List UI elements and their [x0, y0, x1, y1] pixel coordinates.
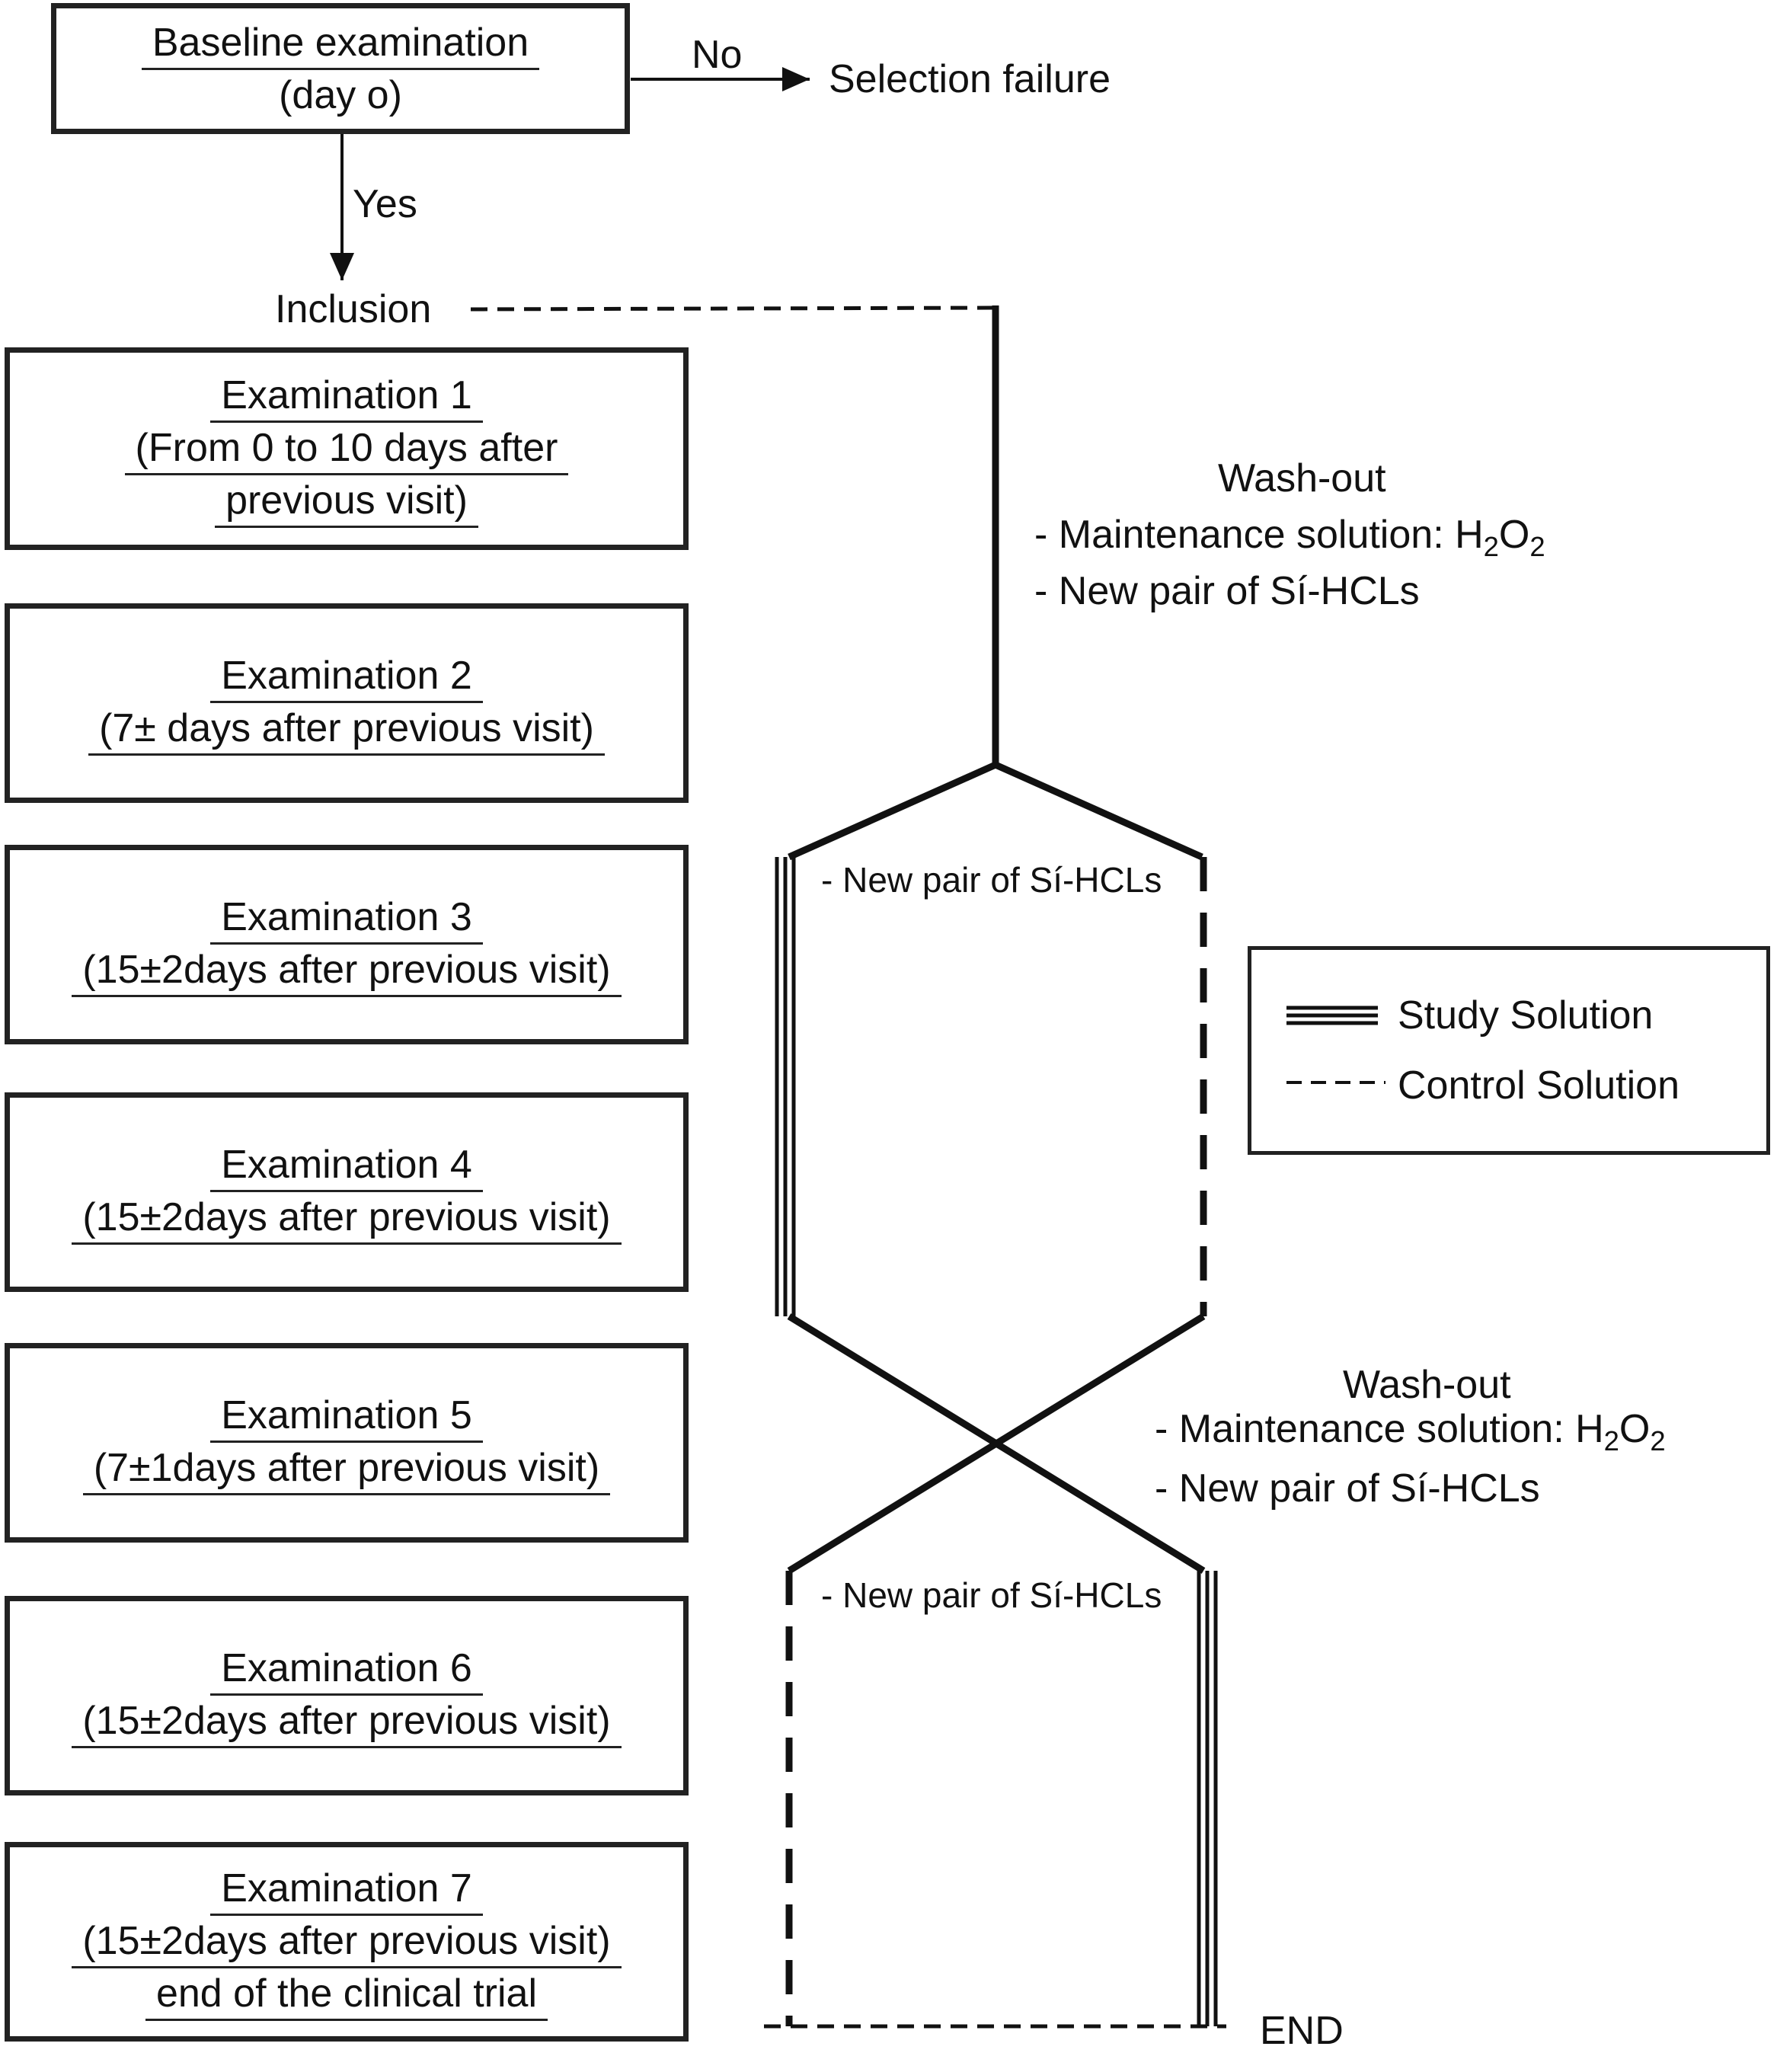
crossover-line-2	[787, 1313, 1206, 1574]
exam-7-box: Examination 7 (15±2days after previous v…	[5, 1842, 689, 2042]
washout-2-title: Wash-out	[1343, 1363, 1511, 1407]
exam-5-timing: (7±1days after previous visit)	[82, 1443, 611, 1495]
exam-4-timing: (15±2days after previous visit)	[72, 1192, 622, 1245]
exam-1-timing-cont: previous visit)	[215, 475, 478, 528]
exam-2-title: Examination 2	[210, 651, 483, 703]
period1-study-line	[775, 857, 796, 1316]
exam-7-title: Examination 7	[210, 1863, 483, 1916]
inclusion-dashed-line	[470, 305, 996, 312]
exam-1-box: Examination 1 (From 0 to 10 days after p…	[5, 347, 689, 550]
yes-label: Yes	[353, 182, 417, 226]
exam-3-timing: (15±2days after previous visit)	[72, 945, 622, 997]
exam-2-box: Examination 2 (7± days after previous vi…	[5, 603, 689, 803]
exam-4-box: Examination 4 (15±2days after previous v…	[5, 1092, 689, 1292]
baseline-day: (day o)	[279, 72, 402, 117]
washout-1-maintenance: - Maintenance solution: H2O2	[1034, 513, 1545, 562]
washout-1-new-pair: - New pair of Sí-HCLs	[1034, 569, 1420, 613]
exam-3-box: Examination 3 (15±2days after previous v…	[5, 845, 689, 1044]
exam-4-title: Examination 4	[210, 1140, 483, 1192]
washout-1-title: Wash-out	[1218, 456, 1386, 500]
selection-failure-label: Selection failure	[829, 57, 1111, 101]
exam-6-box: Examination 6 (15±2days after previous v…	[5, 1596, 689, 1795]
exam-1-timing: (From 0 to 10 days after	[124, 423, 569, 475]
split-left	[788, 761, 997, 861]
control-solution-swatch	[1286, 1081, 1385, 1084]
exam-6-title: Examination 6	[210, 1643, 483, 1696]
legend-control-label: Control Solution	[1398, 1063, 1680, 1108]
exam-5-title: Examination 5	[210, 1390, 483, 1443]
inclusion-label: Inclusion	[275, 287, 432, 331]
washout-2-maintenance: - Maintenance solution: H2O2	[1155, 1407, 1666, 1456]
no-label: No	[692, 33, 743, 77]
exam-1-title: Examination 1	[210, 370, 483, 423]
legend-study-label: Study Solution	[1398, 993, 1654, 1038]
exam-7-timing: (15±2days after previous visit)	[72, 1916, 622, 1968]
legend-box: Study Solution Control Solution	[1248, 946, 1770, 1155]
baseline-box: Baseline examination (day o)	[51, 3, 630, 134]
washout-2-new-pair: - New pair of Sí-HCLs	[1155, 1466, 1540, 1511]
study-solution-swatch	[1286, 1006, 1378, 1025]
new-pair-label-period2: - New pair of Sí-HCLs	[821, 1575, 1162, 1615]
exam-6-timing: (15±2days after previous visit)	[72, 1696, 622, 1748]
exam-7-end-note: end of the clinical trial	[145, 1968, 548, 2021]
exam-2-timing: (7± days after previous visit)	[88, 703, 605, 756]
end-label: END	[1260, 2009, 1344, 2053]
new-pair-label-period1: - New pair of Sí-HCLs	[821, 860, 1162, 900]
exam-3-title: Examination 3	[210, 892, 483, 945]
exam-5-box: Examination 5 (7±1days after previous vi…	[5, 1343, 689, 1543]
split-right	[994, 761, 1203, 861]
period2-study-line	[1197, 1571, 1218, 2026]
baseline-title: Baseline examination	[141, 18, 540, 70]
